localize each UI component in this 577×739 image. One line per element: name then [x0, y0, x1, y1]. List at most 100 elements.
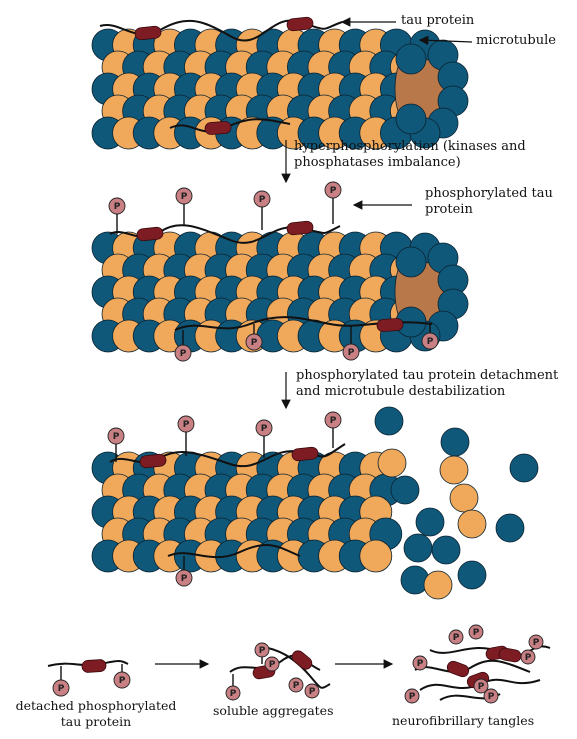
phosphate-symbol: P	[533, 638, 540, 648]
tubulin-subunit-end	[395, 43, 427, 75]
phosphate-group	[324, 411, 342, 429]
free-tubulin-subunit	[495, 513, 525, 543]
phosphate-group	[404, 688, 420, 704]
phosphate-symbol: P	[259, 195, 266, 205]
tubulin-subunit-end	[395, 103, 427, 135]
phosphate-group	[473, 678, 489, 694]
phosphate-group	[412, 655, 428, 671]
phosphate-group	[175, 187, 193, 205]
phosphate-group	[255, 419, 273, 437]
phosphate-group	[468, 624, 484, 640]
tau-protein	[286, 16, 314, 32]
phosphate-symbol: P	[113, 432, 120, 442]
tau-protein-label: tau protein	[401, 13, 475, 28]
step1-label: hyperphosphorylation (kinases and phosph…	[294, 139, 526, 170]
tau-protein	[286, 220, 314, 236]
tau-strand	[267, 647, 331, 689]
free-tubulin-subunit	[439, 455, 469, 485]
microtubule-intact	[91, 16, 469, 150]
tau-protein	[376, 318, 404, 332]
tau-protein	[291, 650, 313, 670]
phosphate-group	[324, 181, 342, 199]
tau-protein	[204, 121, 232, 135]
phosphate-symbol: P	[293, 681, 300, 691]
phosphate-symbol: P	[473, 628, 480, 638]
phosphate-symbol: P	[309, 687, 316, 697]
phosphate-group	[253, 190, 271, 208]
phosphate-symbol: P	[453, 633, 460, 643]
free-tubulin-subunit	[509, 453, 539, 483]
tau-protein	[136, 226, 164, 242]
tubulin-subunit-end	[395, 246, 427, 278]
phosphate-symbol: P	[181, 192, 188, 202]
phosphate-symbol: P	[488, 692, 495, 702]
phosphate-symbol: P	[417, 659, 424, 669]
free-tubulin-subunit	[377, 448, 407, 478]
phosphate-group	[175, 569, 193, 587]
phosphate-group	[245, 333, 263, 351]
tau-protein	[446, 660, 470, 678]
phosphate-symbol: P	[525, 653, 532, 663]
arrow-microtubule	[418, 35, 473, 46]
microtubule-phosphorylated: P P P P P P P P	[91, 181, 469, 362]
phosphorylated-tau-label: phosphorylated tau protein	[425, 186, 553, 217]
tubulin-subunit	[359, 539, 393, 573]
phosphate-group	[264, 656, 280, 672]
tau-strand	[414, 659, 531, 673]
free-tubulin-subunit	[431, 535, 461, 565]
phosphate-symbol: P	[251, 338, 258, 348]
free-tubulin-subunit	[415, 507, 445, 537]
phosphate-group	[113, 671, 131, 689]
tau-protein	[81, 659, 107, 673]
tau-strand	[167, 544, 301, 559]
phosphate-symbol: P	[230, 689, 237, 699]
free-tubulin-subunit	[457, 560, 487, 590]
arrows	[155, 17, 473, 669]
phosphate-group	[288, 677, 304, 693]
phosphate-symbol: P	[330, 186, 337, 196]
phosphate-group	[177, 415, 195, 433]
phosphate-group	[108, 197, 126, 215]
phosphate-symbol: P	[259, 646, 266, 656]
phosphate-group	[52, 679, 70, 697]
free-tubulin-subunit	[457, 509, 487, 539]
free-tubulin-subunit	[374, 406, 404, 436]
phosphate-symbol: P	[330, 416, 337, 426]
soluble-aggregates-label: soluble aggregates	[213, 703, 334, 718]
microtubule-label: microtubule	[476, 33, 556, 48]
detached-tau-label: detached phosphorylated tau protein	[15, 698, 177, 729]
phosphate-symbol: P	[261, 424, 268, 434]
phosphate-group	[225, 685, 241, 701]
phosphate-symbol: P	[348, 348, 355, 358]
step2-label: phosphorylated tau protein detachment an…	[296, 368, 559, 399]
phosphate-group	[254, 642, 270, 658]
free-tubulin-subunit	[403, 533, 433, 563]
phosphate-group	[448, 629, 464, 645]
phosphate-group	[342, 343, 360, 361]
phosphate-group	[304, 683, 320, 699]
phosphate-symbol: P	[58, 684, 65, 694]
phosphate-symbol: P	[114, 202, 121, 212]
phosphate-symbol: P	[427, 337, 434, 347]
phosphate-symbol: P	[181, 574, 188, 584]
phosphate-symbol: P	[269, 660, 276, 670]
phosphate-symbol: P	[409, 692, 416, 702]
neurofibrillary-tangles-label: neurofibrillary tangles	[392, 713, 535, 728]
phosphate-group	[174, 344, 192, 362]
phosphate-group	[520, 649, 536, 665]
phosphate-group	[421, 332, 439, 350]
phosphate-symbol: P	[119, 676, 126, 686]
free-tubulin-subunit	[449, 483, 479, 513]
phosphate-group	[483, 688, 499, 704]
tau-strand	[174, 316, 433, 331]
tau-protein	[134, 25, 162, 41]
tau-protein	[291, 446, 319, 462]
phosphate-group	[528, 634, 544, 650]
phosphate-symbol: P	[180, 349, 187, 359]
free-tubulin-subunit	[390, 475, 420, 505]
phosphate-group	[107, 427, 125, 445]
